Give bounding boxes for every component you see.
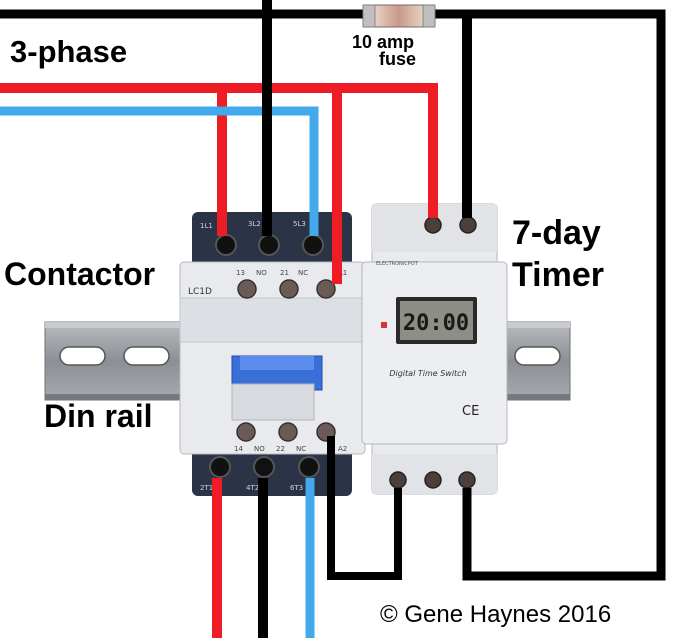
contactor: 1L1 3L2 5L3 2T1 4T2 6T3 13 NO 21 NC A1 1… xyxy=(179,212,366,496)
wires xyxy=(0,0,666,638)
label-fuse: fuse xyxy=(379,49,417,69)
wire-black-loop xyxy=(0,9,666,581)
wire-red-supply xyxy=(0,83,438,218)
contactor-model: LC1D xyxy=(188,287,212,297)
contactor-aux-top-terminals xyxy=(237,279,336,299)
wire-blue-phase xyxy=(0,106,319,236)
aux-label: 13 xyxy=(236,269,245,277)
timer-display: 20:00 xyxy=(403,311,469,336)
aux-label: 21 xyxy=(280,269,289,277)
aux-label: NC xyxy=(296,445,306,453)
contactor-top-terminals xyxy=(215,234,324,256)
aux-label: A2 xyxy=(338,445,347,453)
aux-label: NO xyxy=(254,445,265,453)
terminal-label: 5L3 xyxy=(293,220,306,228)
fuse-overlay xyxy=(362,4,436,28)
terminal-label: 3L2 xyxy=(248,220,261,228)
label-din-rail: Din rail xyxy=(44,398,153,434)
timer-caption: Digital Time Switch xyxy=(389,369,466,378)
ce-mark: CE xyxy=(462,404,479,419)
timer-brand: ELECTRONICPOT xyxy=(376,261,419,267)
wire-black-a2 xyxy=(327,436,402,580)
terminal-label: 1L1 xyxy=(200,222,213,230)
label-3-phase: 3-phase xyxy=(10,34,128,69)
aux-label: A1 xyxy=(338,269,347,277)
label-7-day: 7-day xyxy=(512,214,601,252)
label-timer: Timer xyxy=(512,256,604,294)
terminal-label: 6T3 xyxy=(290,484,303,492)
contactor-bottom-terminals xyxy=(209,456,320,478)
label-fuse-amp: 10 amp xyxy=(352,32,415,52)
aux-label: NO xyxy=(256,269,267,277)
aux-label: 14 xyxy=(234,445,243,453)
contactor-aux-bottom-terminals xyxy=(236,422,336,442)
aux-label: 22 xyxy=(276,445,285,453)
label-contactor: Contactor xyxy=(4,256,156,292)
terminal-label: 2T1 xyxy=(200,484,213,492)
timer: 20:00 ELECTRONICPOT Digital Time Switch … xyxy=(361,203,508,495)
terminal-label: 4T2 xyxy=(246,484,259,492)
aux-label: NC xyxy=(298,269,308,277)
label-copyright: © Gene Haynes 2016 xyxy=(380,601,612,628)
